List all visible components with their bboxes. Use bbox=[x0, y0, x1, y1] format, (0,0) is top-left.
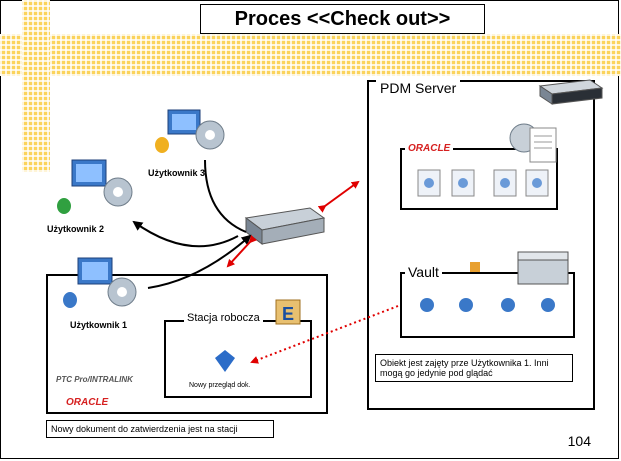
decorative-band-horizontal bbox=[0, 34, 621, 76]
page-number: 104 bbox=[567, 433, 591, 449]
user2-label: Użytkownik 2 bbox=[47, 224, 105, 234]
connector-user2-hub bbox=[132, 220, 239, 248]
user1-computer-icon bbox=[63, 257, 137, 308]
decorative-band-vertical bbox=[22, 0, 50, 172]
red-arrow-vault-workstation bbox=[250, 305, 399, 364]
stacja-robocza-label: Stacja robocza bbox=[184, 312, 263, 324]
vault-document-icons bbox=[420, 298, 555, 312]
network-hub-icon bbox=[244, 207, 326, 245]
vault-label: Vault bbox=[405, 264, 442, 280]
user3-computer-icon bbox=[155, 109, 225, 153]
user1-label: Użytkownik 1 bbox=[70, 320, 128, 330]
user2-computer-icon bbox=[57, 159, 133, 214]
settings-document-icon bbox=[509, 123, 557, 163]
server-note: Obiekt jest zajęty prze Użytkownika 1. I… bbox=[375, 354, 573, 382]
red-arrow-hub-server bbox=[317, 180, 360, 213]
pdm-server-label: PDM Server bbox=[376, 80, 461, 96]
new-document-icon bbox=[215, 350, 235, 372]
connector-user1-hub bbox=[147, 234, 252, 289]
slide-title: Proces <<Check out>> bbox=[200, 4, 485, 34]
oracle-logo-small: ORACLE bbox=[66, 397, 109, 408]
pro-intralink-logo: PTC Pro/INTRALINK bbox=[56, 375, 133, 384]
red-arrow-hub-user1 bbox=[226, 234, 258, 268]
bottom-note: Nowy dokument do zatwierdzenia jest na s… bbox=[46, 420, 274, 438]
server-icon bbox=[538, 79, 604, 105]
connector-user3-hub bbox=[204, 159, 247, 233]
svg-text:E: E bbox=[282, 304, 294, 324]
folder-e-icon: E bbox=[275, 299, 301, 325]
vault-server-icon bbox=[470, 251, 569, 285]
oracle-db-logo: ORACLE bbox=[405, 143, 454, 154]
new-doc-label: Nowy przegląd dok. bbox=[189, 382, 251, 389]
oracle-document-icons bbox=[417, 169, 549, 197]
user3-label: Użytkownik 3 bbox=[148, 168, 206, 178]
stacja-robocza-box bbox=[164, 320, 312, 398]
